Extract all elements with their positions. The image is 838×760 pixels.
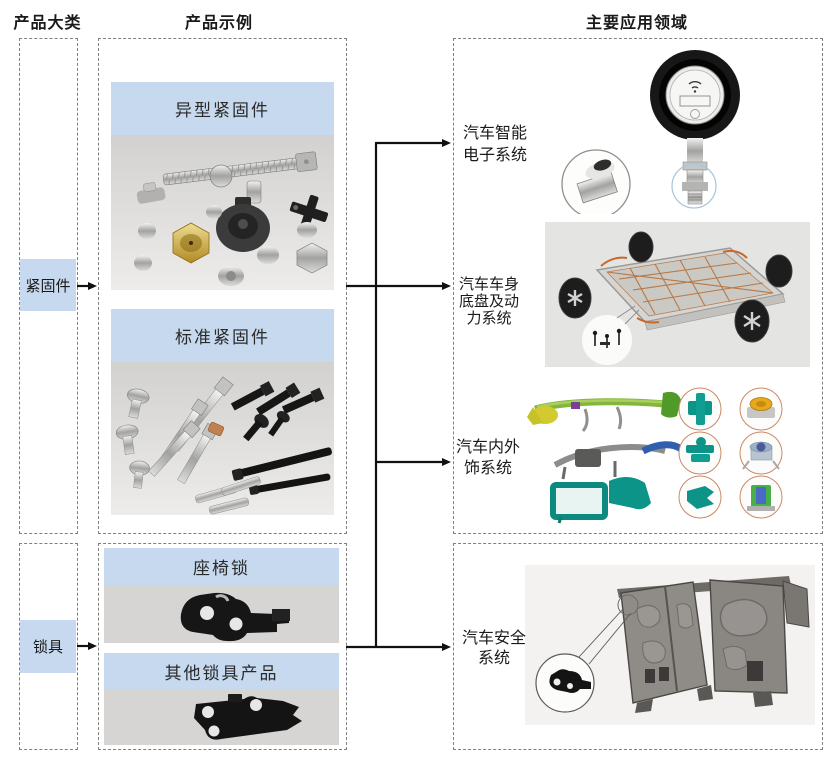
category-label-locks: 锁具	[20, 620, 76, 673]
example-title-special-fasteners: 异型紧固件	[111, 82, 334, 135]
bolts-callout	[582, 305, 640, 365]
application-label-line: 电子系统	[462, 147, 527, 164]
application-label-smart-electronics: 汽车智能 电子系统	[440, 123, 550, 167]
application-label-line: 系统	[477, 650, 510, 667]
cables	[600, 249, 748, 324]
valve-stem	[671, 138, 717, 209]
other-lock-photo	[104, 690, 339, 745]
category-label-fasteners: 紧固件	[20, 259, 76, 311]
application-label-line: 饰系统	[463, 460, 512, 477]
black-bolts	[230, 381, 332, 495]
wheels	[558, 231, 793, 343]
fastener-applications-box	[453, 38, 823, 534]
fastener-callouts	[678, 387, 783, 519]
brass-nut-part	[172, 222, 210, 264]
example-title-standard-fasteners: 标准紧固件	[111, 309, 334, 362]
lock-applications-box	[453, 543, 823, 750]
application-label-body-chassis-power: 汽车车身 底盘及动 力系统	[434, 277, 544, 328]
seat-back-frames	[617, 576, 810, 713]
column-header-product-category: 产品大类	[13, 15, 82, 32]
cross-car-beam	[527, 391, 695, 432]
application-label-line: 汽车内外	[455, 439, 520, 456]
ball-nut-part	[209, 164, 233, 188]
clip-part	[136, 182, 166, 204]
trim-systems-photo	[527, 387, 783, 524]
wifi-icon	[688, 81, 702, 93]
application-label-line: 汽车车身	[458, 277, 519, 293]
sensor-body	[650, 50, 740, 140]
special-fasteners-photo	[111, 135, 334, 290]
ev-chassis-photo	[545, 222, 810, 367]
silver-screws	[115, 388, 150, 489]
standard-fasteners-photo	[111, 362, 334, 515]
application-label-safety-system: 汽车安全 系统	[439, 629, 549, 669]
threaded-rod-illustration	[162, 151, 318, 186]
example-title-seat-lock: 座椅锁	[104, 548, 339, 585]
application-label-interior-exterior-trim: 汽车内外 饰系统	[433, 437, 543, 479]
silver-studs	[195, 476, 261, 515]
application-label-line: 汽车智能	[462, 125, 527, 142]
chassis-deck	[595, 247, 786, 331]
application-label-line: 力系统	[466, 311, 512, 327]
latch-callout	[535, 608, 632, 713]
application-label-line: 底盘及动	[458, 294, 519, 310]
example-title-other-locks: 其他锁具产品	[104, 653, 339, 690]
fastener-callout	[561, 149, 631, 214]
column-header-product-examples: 产品示例	[184, 15, 253, 32]
ip-frame	[553, 441, 684, 480]
black-tee-part	[289, 194, 329, 230]
tpms-sensor-photo	[561, 50, 740, 214]
other-lock-part	[194, 694, 302, 740]
seat-lock-photo	[104, 585, 339, 643]
column-header-main-applications: 主要应用领域	[585, 15, 688, 32]
safety-system-photo	[525, 565, 815, 725]
application-label-line: 汽车安全	[461, 630, 526, 647]
black-flange-part	[216, 197, 270, 252]
front-end-module	[550, 476, 651, 524]
seat-lock-part	[180, 592, 290, 642]
silver-bolt-cluster	[148, 376, 234, 485]
